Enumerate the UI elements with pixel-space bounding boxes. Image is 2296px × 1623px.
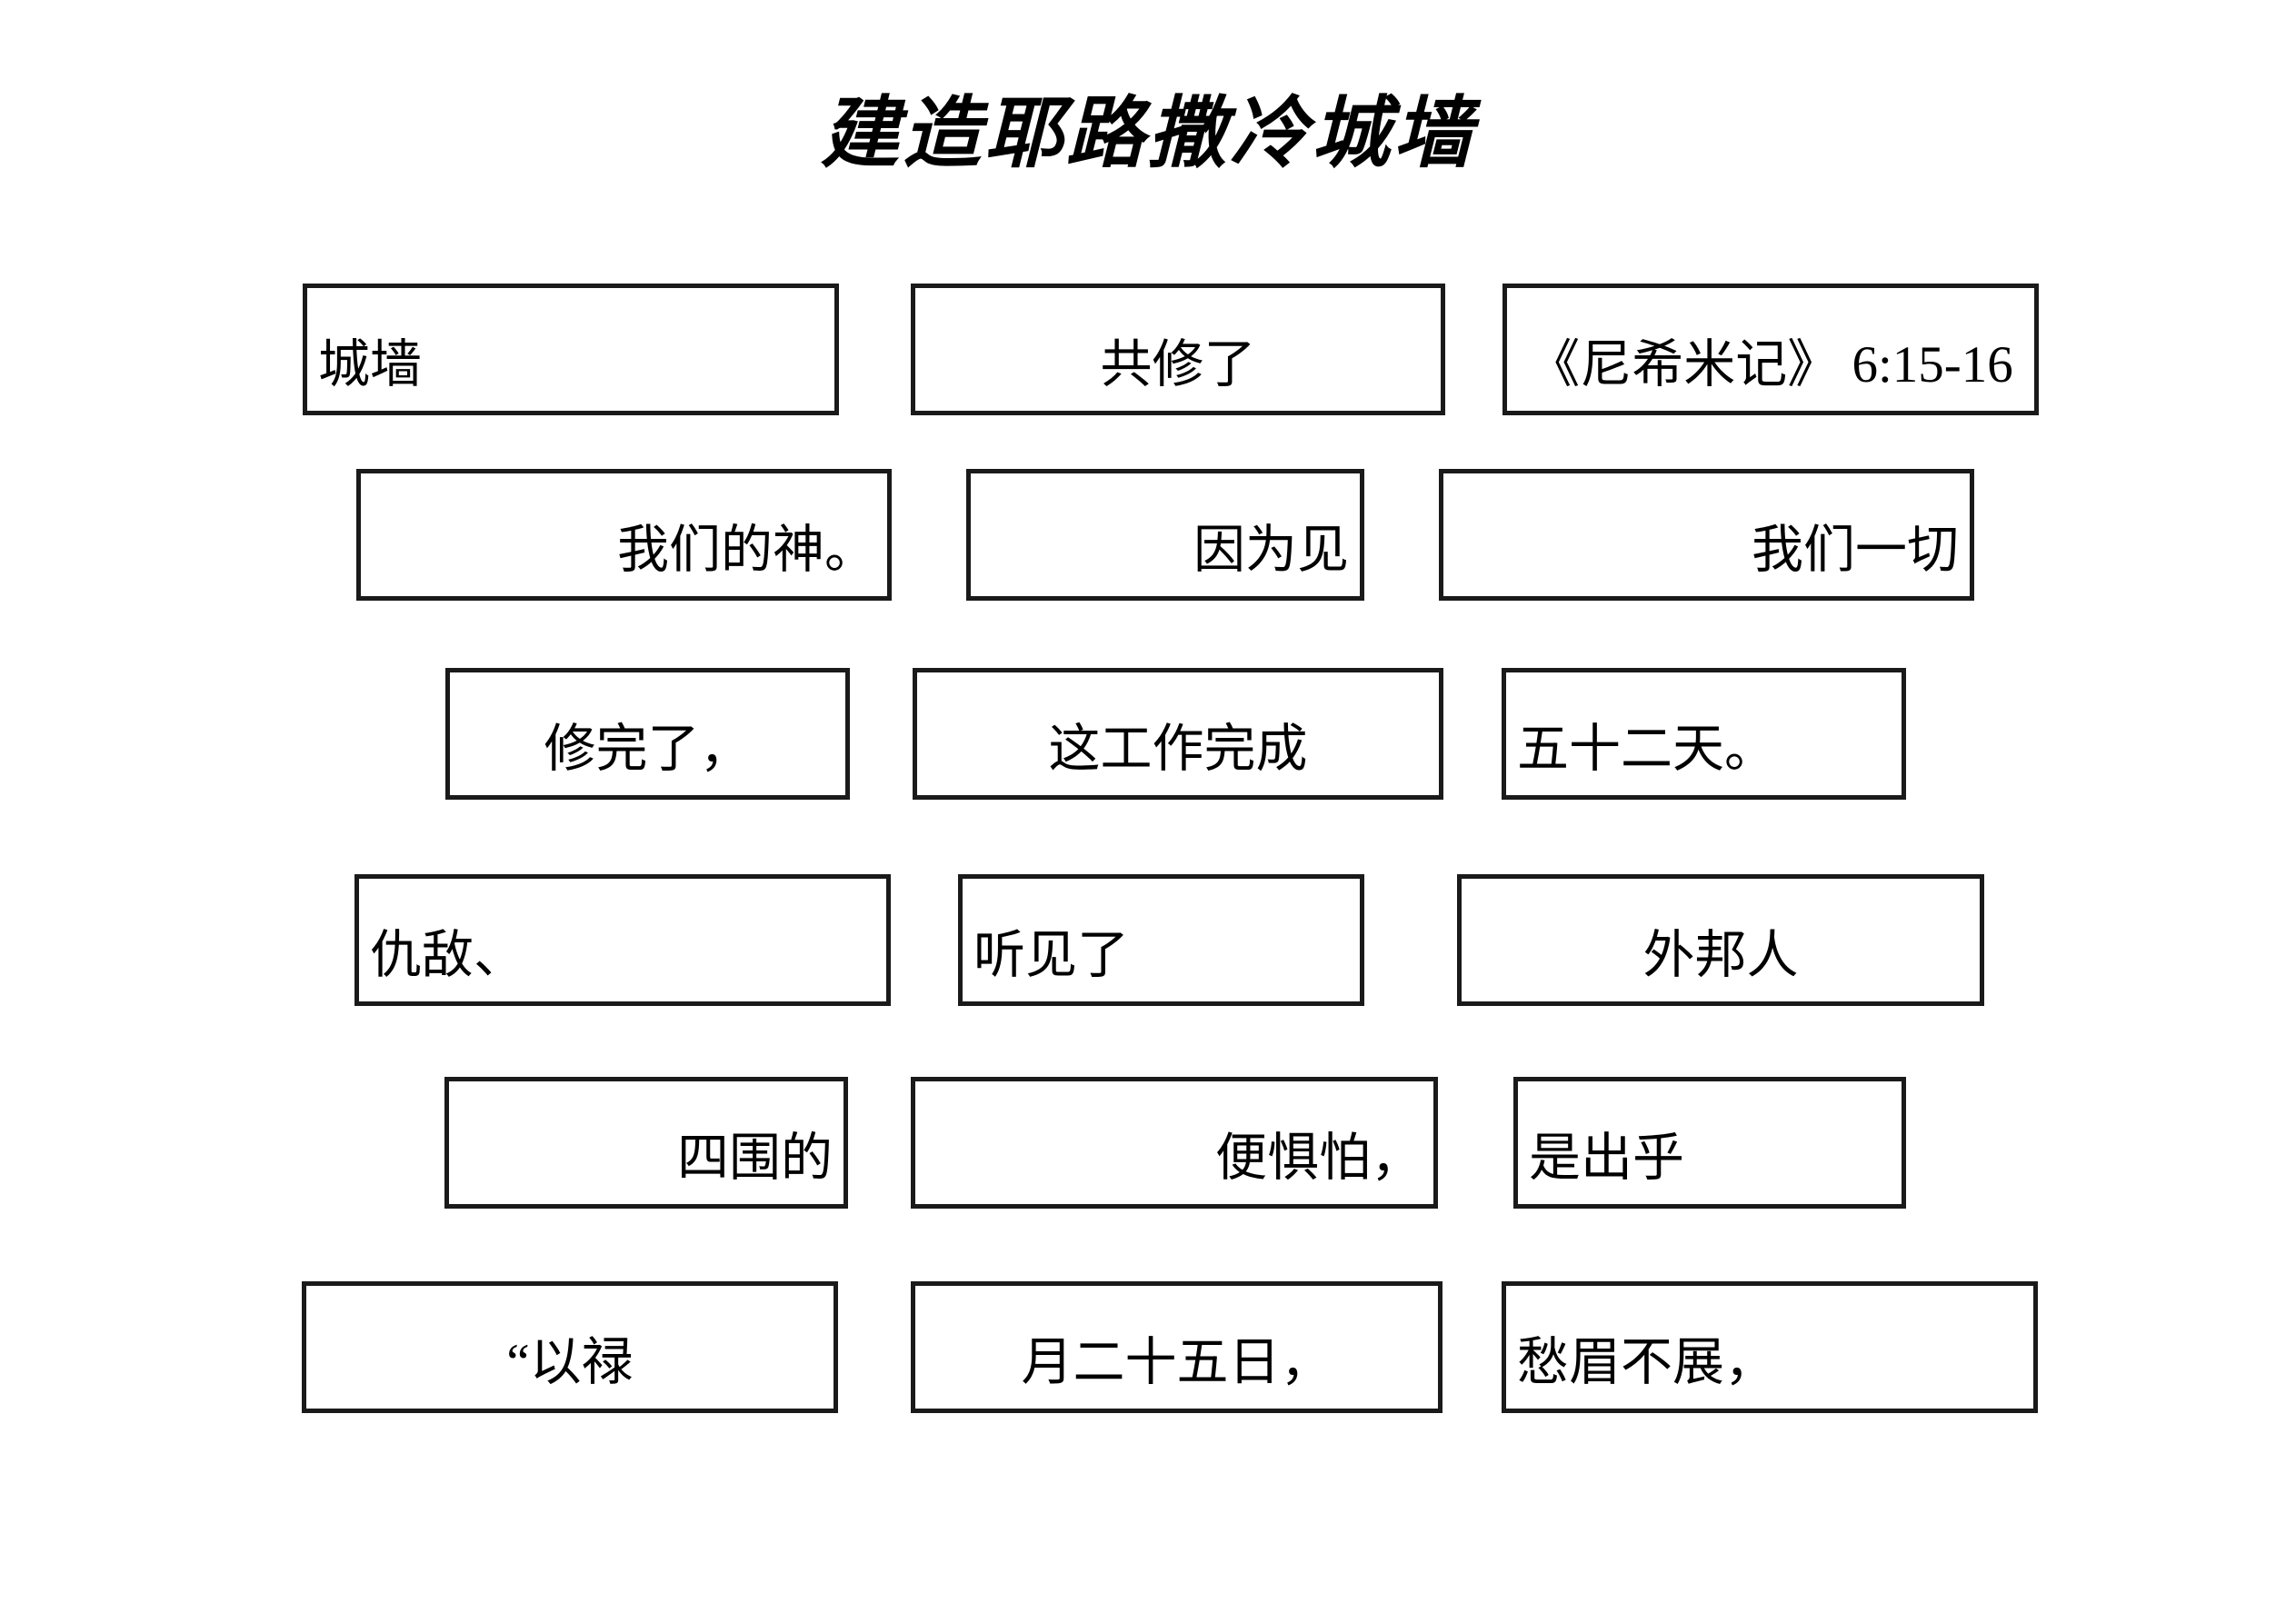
word-card-text: 愁眉不展， (1517, 1334, 1776, 1391)
word-card-text: 城墙 (318, 336, 422, 393)
word-card[interactable]: 修完了， (445, 668, 850, 800)
word-card[interactable]: 我们的神。 (356, 469, 892, 601)
word-card-text: 仇敌、 (370, 927, 525, 984)
word-card[interactable]: 《尼希米记》 6:15-16 (1502, 284, 2039, 415)
word-card-text: 外邦人 (1642, 927, 1799, 984)
word-card[interactable]: 这工作完成 (913, 668, 1443, 800)
page-title: 建造耶路撒冷城墙 (821, 87, 1475, 179)
word-card-text: “以禄 (506, 1334, 634, 1391)
word-card-text: 是出乎 (1529, 1130, 1684, 1187)
word-card-text: 《尼希米记》 6:15-16 (1528, 336, 2013, 393)
word-card[interactable]: 月二十五日， (911, 1281, 1442, 1413)
word-card[interactable]: 听见了 (958, 874, 1364, 1006)
word-card-text: 五十二天。 (1517, 721, 1776, 778)
word-card[interactable]: 愁眉不展， (1502, 1281, 2038, 1413)
word-card[interactable]: 外邦人 (1457, 874, 1984, 1006)
word-card-text: 我们的神。 (617, 522, 876, 579)
word-card[interactable]: 共修了 (911, 284, 1445, 415)
word-card[interactable]: “以禄 (302, 1281, 838, 1413)
word-card[interactable]: 因为见 (966, 469, 1364, 601)
word-card-text: 听见了 (973, 927, 1129, 984)
word-card-text: 因为见 (1193, 522, 1349, 579)
word-card-text: 共修了 (1100, 336, 1256, 393)
word-card[interactable]: 五十二天。 (1502, 668, 1906, 800)
word-card[interactable]: 是出乎 (1513, 1077, 1906, 1209)
word-card[interactable]: 城墙 (303, 284, 839, 415)
word-card[interactable]: 我们一切 (1439, 469, 1974, 601)
word-card-text: 这工作完成 (1048, 721, 1308, 778)
word-card-text: 修完了， (544, 721, 752, 778)
word-card[interactable]: 便惧怕， (911, 1077, 1438, 1209)
word-card-text: 便惧怕， (1215, 1130, 1423, 1187)
word-card[interactable]: 四围的 (444, 1077, 848, 1209)
word-card[interactable]: 仇敌、 (354, 874, 891, 1006)
word-card-text: 月二十五日， (1021, 1334, 1333, 1391)
word-card-text: 我们一切 (1752, 522, 1959, 579)
word-card-text: 四围的 (677, 1130, 833, 1187)
